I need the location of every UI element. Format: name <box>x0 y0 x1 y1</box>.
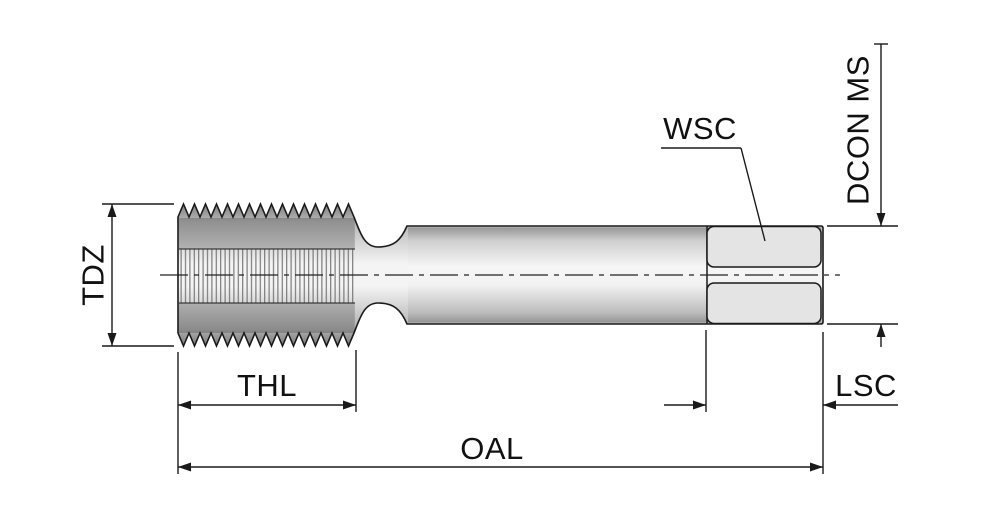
label-tdz: TDZ <box>76 244 111 306</box>
label-dcon-ms: DCON MS <box>841 55 876 205</box>
dim-dcon: DCON MS <box>827 43 898 347</box>
thread-hatch <box>179 249 355 303</box>
arrowhead <box>178 462 191 472</box>
dim-oal: OAL <box>178 332 824 474</box>
square-flat-top <box>706 225 822 268</box>
arrowhead <box>823 400 836 410</box>
arrowhead <box>107 204 117 217</box>
arrowhead <box>178 400 191 410</box>
label-wsc: WSC <box>663 111 737 146</box>
square-flat-bottom <box>706 282 822 325</box>
dim-tdz: TDZ <box>76 203 174 347</box>
label-lsc: LSC <box>835 368 897 403</box>
arrowhead <box>876 324 886 337</box>
arrowhead <box>107 333 117 346</box>
label-thl: THL <box>237 368 297 403</box>
label-oal: OAL <box>460 431 524 466</box>
wsc-leader-diagonal <box>740 147 766 242</box>
dim-thl: THL <box>177 350 357 474</box>
callout-wsc: WSC <box>661 111 766 242</box>
dim-lsc: LSC <box>664 330 898 412</box>
arrowhead <box>343 400 356 410</box>
arrowhead <box>876 213 886 226</box>
thread-shading-top <box>178 218 355 249</box>
arrowhead <box>693 400 706 410</box>
arrowhead <box>810 462 823 472</box>
thread-shading-bottom <box>178 303 355 333</box>
